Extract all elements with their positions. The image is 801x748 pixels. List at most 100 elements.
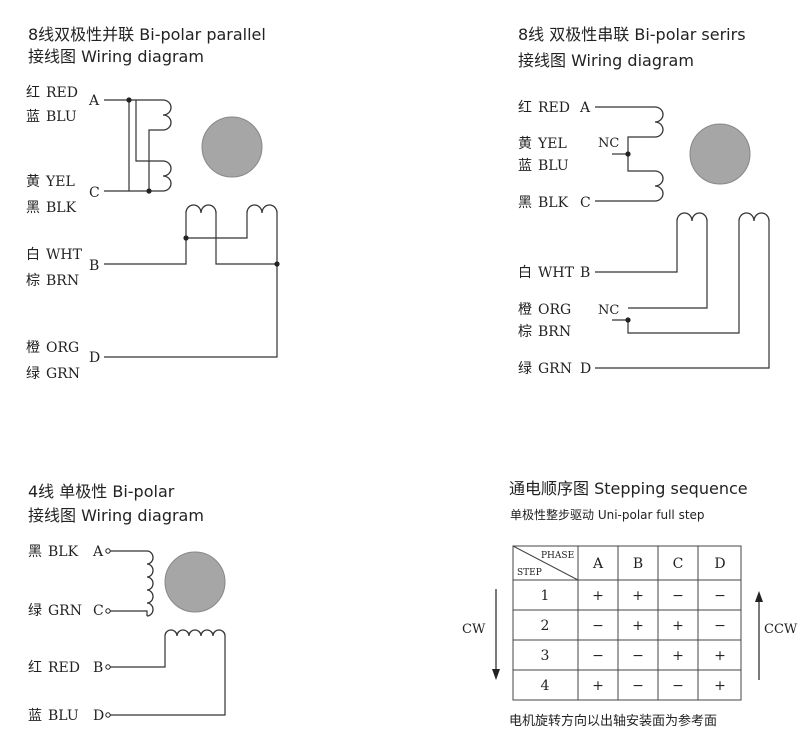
parallel-wire-en: WHT	[46, 247, 83, 263]
parallel-subtitle: 接线图 Wiring diagram	[28, 47, 204, 66]
parallel-wire-cn: 橙	[26, 340, 40, 356]
parallel-wire-en: BLU	[46, 109, 77, 125]
parallel-wire-en: YEL	[45, 174, 75, 190]
fourwire-wire-en: RED	[48, 660, 80, 676]
junction-dot	[183, 235, 189, 241]
fourwire-wire-cn: 绿	[28, 603, 42, 619]
series-wire-en: RED	[538, 100, 570, 116]
terminal-dot	[105, 548, 111, 554]
phase-header: B	[633, 556, 643, 572]
terminal-label: D	[89, 350, 100, 366]
terminal-label: B	[93, 660, 103, 676]
terminal-dot	[105, 712, 111, 718]
terminal-label: D	[93, 708, 104, 724]
coil-icon	[246, 204, 278, 214]
junction-dot	[126, 97, 132, 103]
table-cell: −	[672, 678, 684, 694]
junction-dot	[146, 188, 152, 194]
series-wire-d	[595, 221, 770, 369]
fourwire-wire-en: BLK	[48, 544, 79, 560]
terminal-label: C	[93, 603, 104, 619]
motor-rotor-icon	[164, 551, 226, 613]
sequence-title: 通电顺序图 Stepping sequence	[509, 479, 748, 498]
series-wire-cn: 蓝	[518, 158, 532, 174]
parallel-terminals: A C B D	[88, 93, 100, 366]
coil-icon	[146, 550, 154, 617]
nc-label: NC	[598, 136, 619, 151]
parallel-wire-cn: 蓝	[26, 109, 40, 125]
terminal-label: B	[580, 265, 590, 281]
coil-icon	[185, 204, 217, 214]
terminal-dot	[105, 664, 111, 670]
table-cell: +	[592, 678, 604, 694]
table-cell: −	[714, 618, 726, 634]
terminal-label: D	[580, 361, 591, 377]
parallel-wire-ac	[104, 99, 130, 192]
fourwire-terminals: A C B D	[92, 544, 104, 724]
series-terminals: A C B D NC NC	[579, 100, 619, 377]
table-cell: +	[592, 588, 604, 604]
step-cell: 4	[541, 678, 550, 694]
fourwire-subtitle: 接线图 Wiring diagram	[28, 506, 204, 525]
table-cell: −	[592, 618, 604, 634]
step-cell: 3	[541, 648, 550, 664]
parallel-panel: 8线双极性并联 Bi-polar parallel 接线图 Wiring dia…	[26, 25, 280, 382]
coil-icon	[654, 170, 664, 202]
terminal-label: C	[580, 195, 591, 211]
table-cell: +	[714, 678, 726, 694]
fourwire-wire-labels: 黑 BLK 绿 GRN 红 RED 蓝 BLU	[28, 544, 82, 724]
motor-rotor-icon	[689, 123, 751, 185]
series-wire-en: YEL	[537, 136, 567, 152]
sequence-table	[512, 545, 742, 701]
junction-dot	[625, 151, 631, 157]
nc-label: NC	[598, 303, 619, 318]
parallel-wire-cn: 白	[26, 247, 40, 263]
table-cell: −	[632, 648, 644, 664]
terminal-dot	[105, 608, 111, 614]
coil-icon	[676, 212, 708, 222]
table-cell: −	[672, 588, 684, 604]
series-title: 8线 双极性串联 Bi-polar serirs	[518, 25, 746, 44]
series-wire-en: BRN	[538, 324, 571, 340]
fourwire-wire-cn: 蓝	[28, 708, 42, 724]
coil-icon	[164, 629, 226, 637]
sequence-panel: 通电顺序图 Stepping sequence 单极性整步驱动 Uni-pola…	[462, 479, 798, 729]
table-cell: +	[632, 618, 644, 634]
step-cell: 2	[541, 618, 550, 634]
series-wire-b	[595, 221, 678, 273]
series-wire-cn: 绿	[518, 361, 532, 377]
parallel-wire-en: RED	[46, 85, 78, 101]
parallel-wire-labels: 红 RED 蓝 BLU 黄 YEL 黑 BLK 白 WHT 棕 BRN 橙 OR…	[26, 85, 83, 382]
coil-icon	[162, 99, 172, 131]
terminal-label: A	[88, 93, 100, 109]
cw-label: CW	[462, 622, 486, 637]
table-cell: +	[672, 648, 684, 664]
series-wire-cn: 黑	[518, 195, 532, 211]
table-cell: +	[632, 588, 644, 604]
terminal-label: A	[579, 100, 591, 116]
fourwire-title: 4线 单极性 Bi-polar	[28, 482, 175, 501]
series-wire-cn: 红	[518, 100, 532, 116]
phase-header: A	[592, 556, 604, 572]
junction-dot	[625, 317, 631, 323]
fourwire-wire-en: GRN	[48, 603, 82, 619]
table-cell: −	[592, 648, 604, 664]
table-cell: +	[672, 618, 684, 634]
parallel-wire-en: ORG	[46, 340, 79, 356]
fourwire-wire-cn: 黑	[28, 544, 42, 560]
step-cell: 1	[541, 588, 550, 604]
series-wire-en: ORG	[538, 302, 571, 318]
terminal-label: C	[89, 185, 100, 201]
parallel-wire-en: BRN	[46, 273, 79, 289]
series-wire-cn: 黄	[518, 135, 532, 152]
parallel-wire-cn: 黄	[26, 173, 40, 190]
parallel-wire-b	[104, 213, 187, 265]
ccw-label: CCW	[764, 622, 798, 637]
series-wire-cn: 橙	[518, 302, 532, 318]
series-wire-en: GRN	[538, 361, 572, 377]
header-phase: PHASE	[541, 551, 574, 561]
series-subtitle: 接线图 Wiring diagram	[518, 51, 694, 70]
parallel-wire-cn: 黑	[26, 200, 40, 216]
series-wire-labels: 红 RED 黄 YEL 蓝 BLU 黑 BLK 白 WHT 橙 ORG 棕 BR…	[518, 100, 575, 377]
coil-icon	[738, 212, 770, 222]
